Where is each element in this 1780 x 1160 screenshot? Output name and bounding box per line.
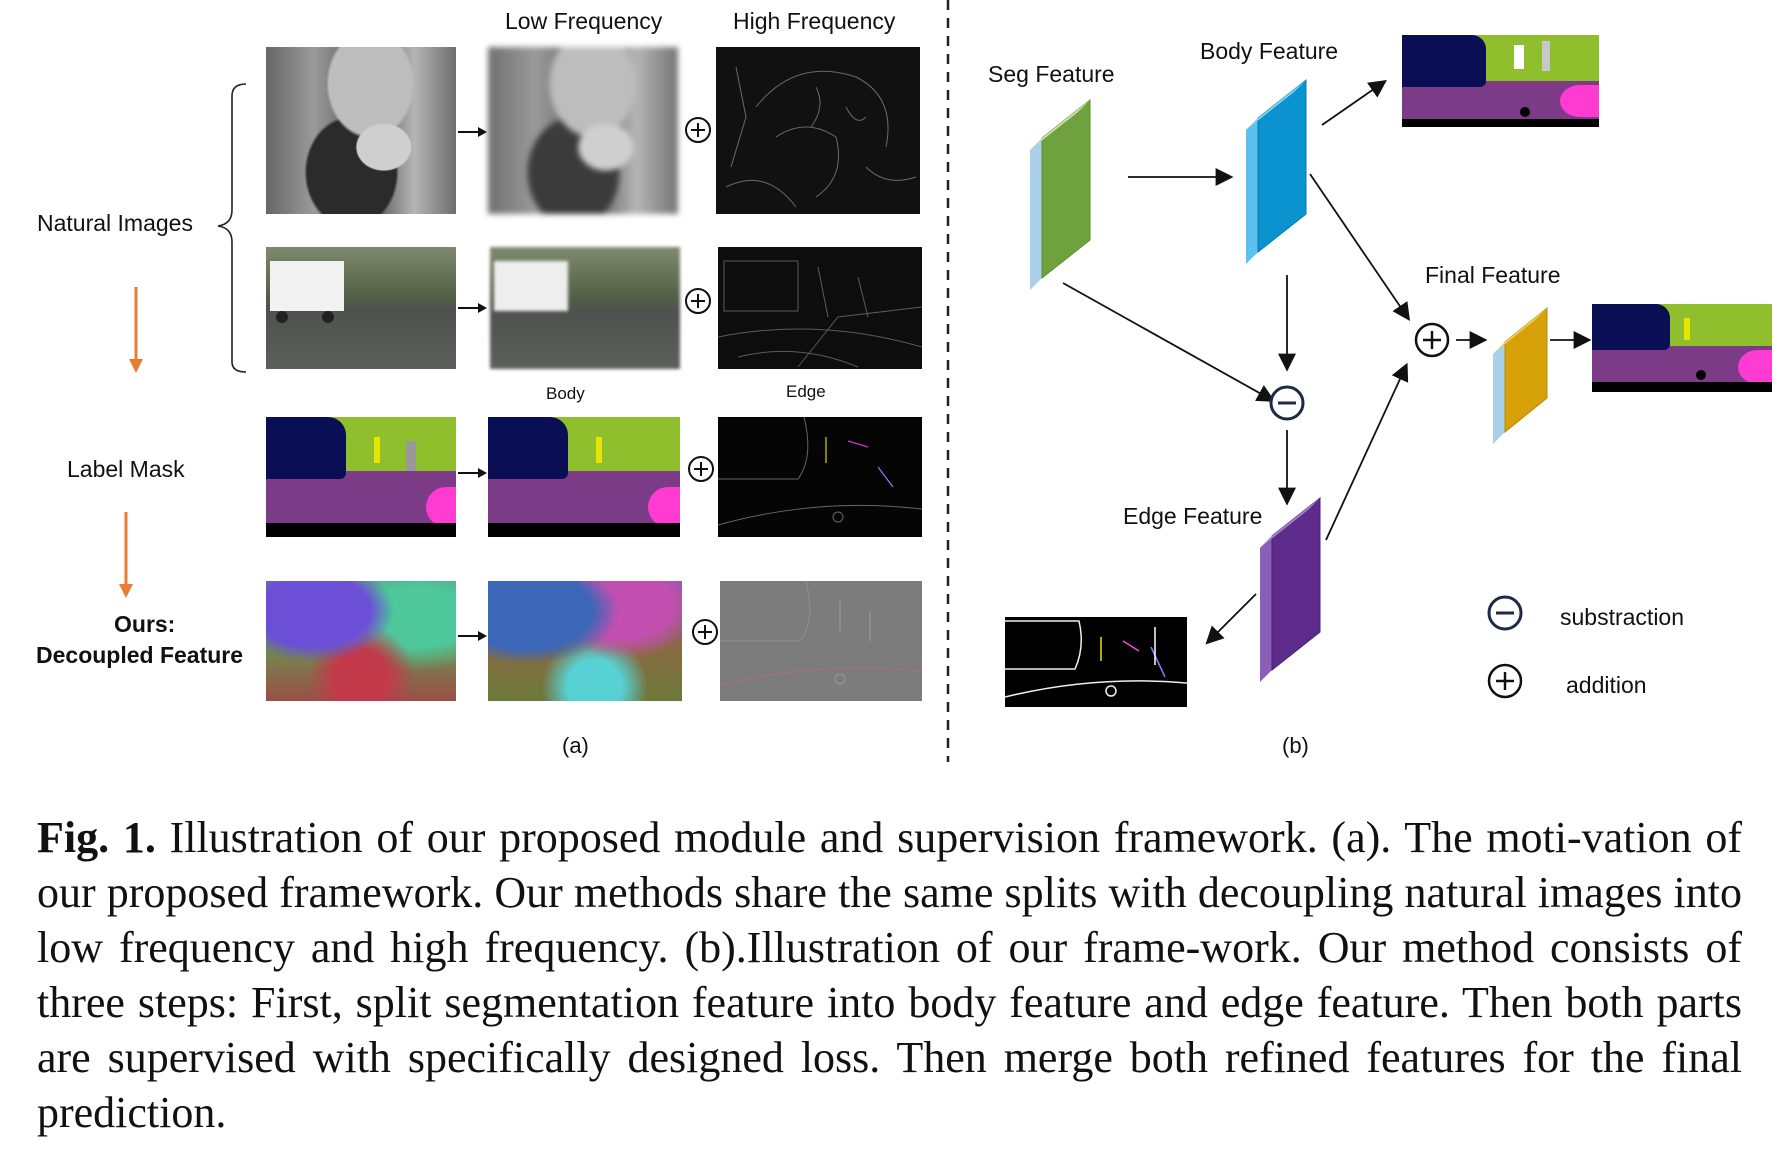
- orange-arrow-icon: [129, 287, 143, 373]
- decoupled-body-image: [488, 581, 682, 701]
- caption-text: Illustration of our proposed module and …: [37, 813, 1743, 1137]
- edge-feature-label: Edge Feature: [1123, 503, 1263, 529]
- body-feature-label: Body Feature: [1200, 38, 1339, 64]
- final-output-image: [1592, 304, 1772, 392]
- edge-output-image: [1005, 617, 1187, 707]
- natural-image-street: [266, 247, 456, 369]
- edge-feature-block: [1260, 496, 1321, 682]
- ours-label: Ours:: [114, 611, 176, 637]
- figure-label: Fig. 1.: [37, 813, 156, 862]
- decoupled-feature-label: Decoupled Feature: [36, 642, 244, 668]
- natural-image-portrait: [266, 47, 456, 214]
- seg-feature-block: [1030, 98, 1091, 290]
- low-frequency-street: [490, 247, 680, 369]
- plus-circle-icon: [688, 456, 714, 482]
- high-frequency-header: High Frequency: [733, 8, 896, 34]
- body-output-image: [1402, 35, 1599, 127]
- decoupled-edge-image: [720, 581, 922, 701]
- panel-b-label: (b): [1282, 733, 1309, 758]
- edge-subheader: Edge: [786, 382, 826, 401]
- figure-caption: Fig. 1. Illustration of our proposed mod…: [37, 810, 1742, 1140]
- high-frequency-street: [718, 247, 922, 369]
- low-frequency-portrait: [488, 47, 678, 214]
- legend-plus-icon: [1487, 663, 1523, 699]
- low-frequency-header: Low Frequency: [505, 8, 663, 34]
- label-mask-label: Label Mask: [67, 456, 185, 482]
- arrow-icon: [458, 631, 487, 641]
- label-mask-image: [266, 417, 456, 537]
- final-feature-label: Final Feature: [1425, 262, 1561, 288]
- arrow-icon: [458, 303, 487, 313]
- body-feature-block: [1246, 78, 1307, 264]
- plus-circle-icon: [692, 619, 718, 645]
- final-feature-block: [1493, 306, 1548, 444]
- body-subheader: Body: [546, 384, 585, 403]
- seg-feature-label: Seg Feature: [988, 61, 1115, 87]
- plus-circle-icon: [685, 288, 711, 314]
- arrow-icon: [458, 127, 487, 137]
- natural-images-label: Natural Images: [37, 210, 193, 236]
- minus-circle-icon: [1269, 385, 1305, 421]
- framework-diagram: [1030, 78, 1592, 699]
- label-edge-image: [718, 417, 922, 537]
- high-frequency-portrait: [716, 47, 920, 214]
- arrow-icon: [458, 468, 487, 478]
- plus-circle-icon: [1414, 322, 1450, 358]
- legend-addition-label: addition: [1566, 672, 1647, 698]
- legend-substraction-label: substraction: [1560, 604, 1685, 630]
- plus-circle-icon: [685, 117, 711, 143]
- legend-minus-icon: [1487, 595, 1523, 631]
- orange-arrow-icon: [119, 512, 133, 598]
- panel-a-label: (a): [562, 733, 589, 758]
- panel-divider: [946, 0, 950, 762]
- label-body-image: [488, 417, 680, 537]
- decoupled-feature-image: [266, 581, 456, 701]
- bracket-brace: [217, 83, 247, 373]
